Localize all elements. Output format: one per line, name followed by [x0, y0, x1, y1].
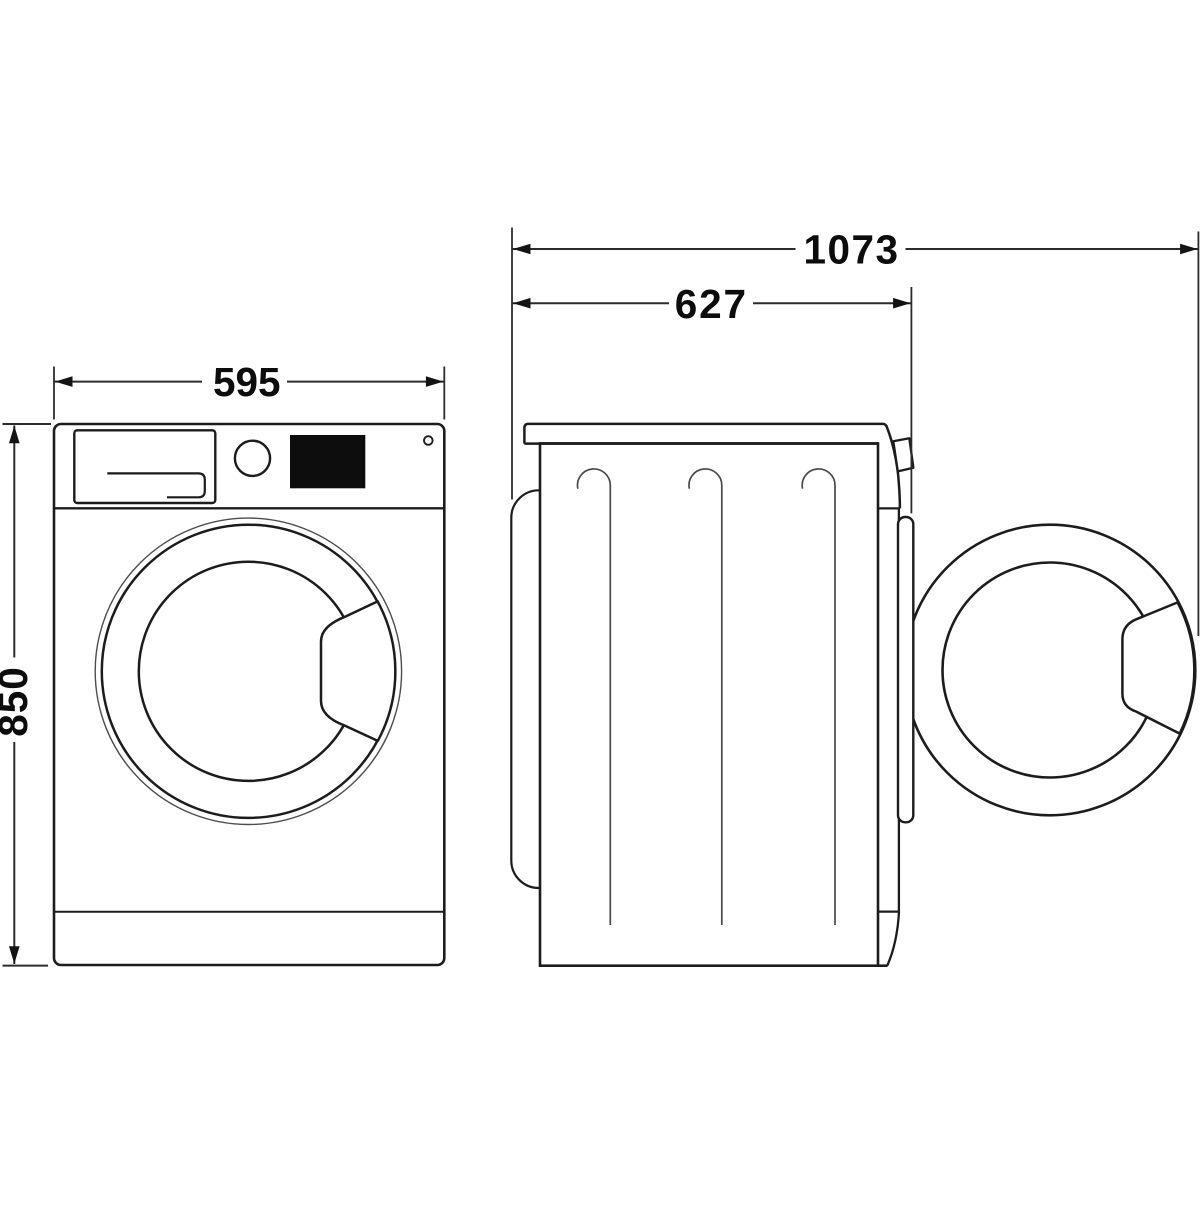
svg-text:627: 627: [675, 281, 748, 327]
svg-text:850: 850: [0, 666, 36, 737]
svg-text:595: 595: [213, 359, 281, 405]
svg-text:1073: 1073: [803, 227, 899, 273]
